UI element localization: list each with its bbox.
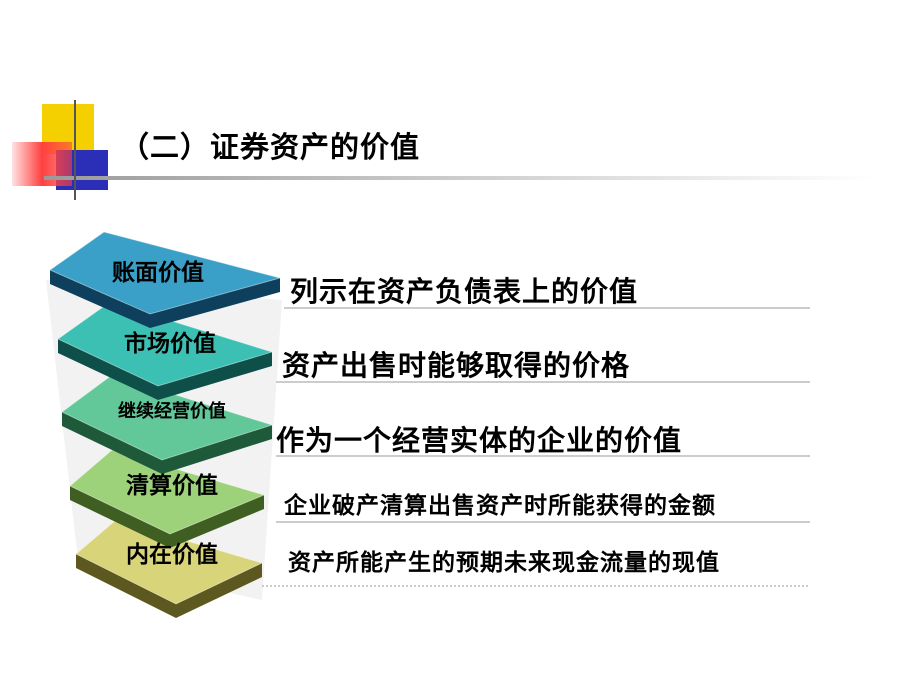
layer-label-going-concern-value: 继续经营价值	[118, 401, 226, 422]
title-underline-bar	[44, 176, 874, 180]
layer-slab-book-value	[48, 231, 282, 328]
desc-market-value: 资产出售时能够取得的价格	[282, 349, 631, 382]
layer-label-intrinsic-value: 内在价值	[126, 542, 218, 568]
layer-slab-liquidation-value	[69, 449, 266, 548]
layer-top-going-concern-value	[61, 374, 274, 461]
desc-intrinsic-value: 资产所能产生的预期未来现金流量的现值	[288, 550, 720, 576]
layer-label-liquidation-value: 清算价值	[126, 473, 218, 499]
vertical-line	[74, 100, 76, 200]
desc-book-value: 列示在资产负债表上的价值	[290, 275, 639, 308]
layer-side-market-value	[58, 339, 272, 400]
layer-slab-going-concern-value	[61, 374, 274, 474]
layer-side-liquidation-value	[70, 486, 264, 548]
slide-title: （二）证券资产的价值	[120, 130, 421, 164]
layer-top-book-value	[48, 231, 282, 315]
layer-top-market-value	[57, 301, 274, 387]
layer-side-going-concern-value	[62, 412, 272, 474]
layer-top-intrinsic-value	[75, 519, 264, 605]
desc-liquidation-value: 企业破产清算出售资产时所能获得的金额	[284, 493, 716, 519]
layer-top-liquidation-value	[69, 449, 266, 535]
desc-going-concern-value: 作为一个经营实体的企业的价值	[276, 424, 683, 457]
layer-label-market-value: 市场价值	[124, 331, 216, 357]
layer-label-book-value: 账面价值	[112, 260, 204, 286]
layer-slab-intrinsic-value	[75, 519, 264, 618]
layer-slab-market-value	[57, 301, 274, 400]
layer-side-book-value	[50, 270, 280, 328]
layer-side-intrinsic-value	[76, 554, 262, 618]
